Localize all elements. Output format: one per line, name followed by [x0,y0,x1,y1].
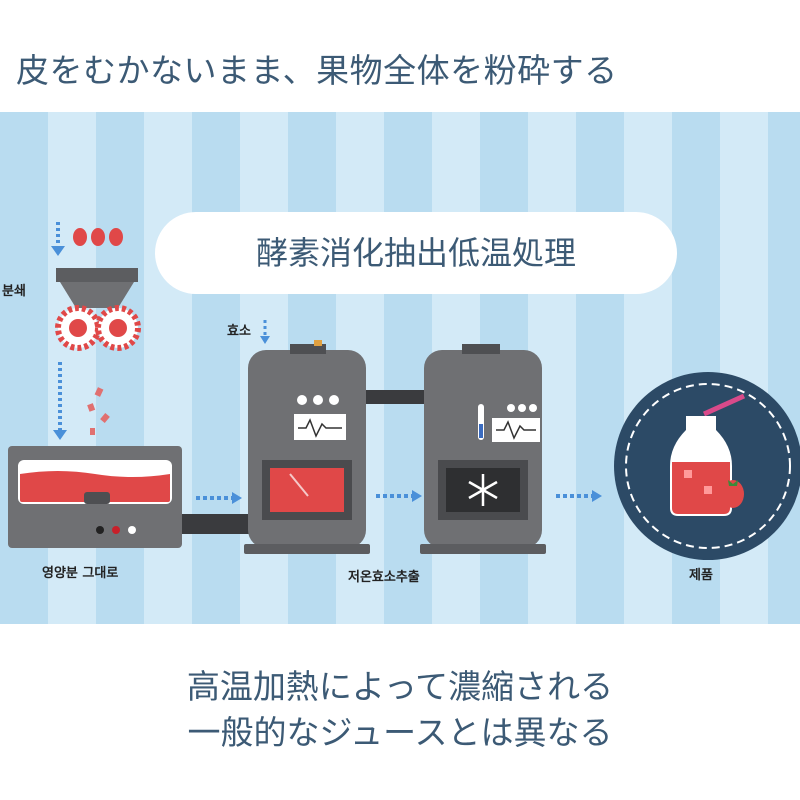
label-crush: 분쇄 [2,284,26,299]
tank-icon [8,446,182,548]
crusher-icon [55,268,141,351]
enzyme-machine-icon [244,340,370,554]
label-product: 제품 [689,568,713,583]
cold-machine-icon [420,344,546,554]
process-caption-pill: 酵素消化抽出低温処理 [155,212,677,294]
bottom-caption: 高温加熱によって濃縮される 一般的なジュースとは異なる [0,664,800,756]
product-icon [614,372,800,560]
label-cold-extract: 저온효소추출 [348,570,420,585]
snowflake-icon [468,474,498,506]
strawberry-icon [73,228,123,246]
bottom-caption-line-1: 高温加熱によって濃縮される [186,667,614,706]
bottom-caption-line-2: 一般的なジュースとは異なる [187,713,613,752]
label-nutrients: 영양분 그대로 [42,566,119,581]
top-caption: 皮をむかないまま、果物全体を粉砕する [16,51,618,90]
label-enzyme: 효소 [227,324,251,339]
